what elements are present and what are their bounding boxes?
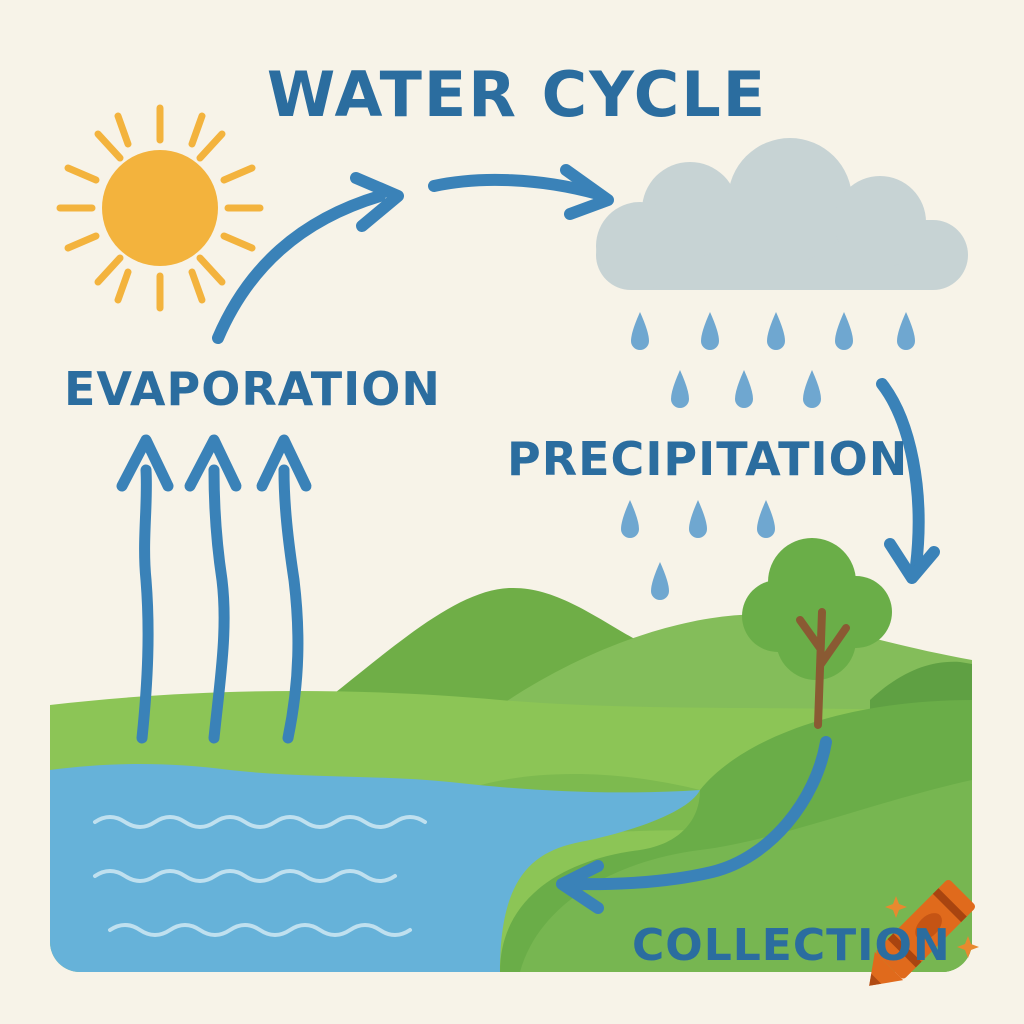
sparkle-icon (885, 896, 979, 958)
rising-arrow (212, 190, 386, 344)
raindrop-icon (621, 500, 639, 538)
precipitation-arrow (876, 378, 925, 572)
evaporation-label: EVAPORATION (64, 362, 441, 416)
raindrop-icon (803, 370, 821, 408)
arrowhead (884, 538, 940, 584)
raindrops (621, 312, 915, 600)
tree-icon (742, 538, 892, 729)
evaporation-arrows (116, 434, 312, 744)
arrowhead (350, 172, 404, 232)
raindrop-icon (757, 500, 775, 538)
arrowhead (556, 860, 604, 914)
diagram-title: WATER CYCLE (266, 58, 768, 131)
cloud-icon (596, 138, 968, 290)
sun-icon (56, 104, 264, 312)
arrowhead (256, 434, 312, 492)
water-waves (93, 815, 427, 937)
meadow-band (520, 780, 972, 972)
raindrop-icon (651, 562, 669, 600)
raindrop-icon (835, 312, 853, 350)
evaporation-arrow (278, 464, 304, 744)
arrowhead (184, 434, 242, 492)
landscape (50, 587, 972, 972)
arrowhead (116, 434, 174, 492)
raindrop-icon (631, 312, 649, 350)
raindrop-icon (701, 312, 719, 350)
collection-arrow (564, 736, 832, 891)
cycle-arrows (212, 164, 940, 914)
collection-label: COLLECTION (632, 920, 951, 971)
evaporation-arrow (208, 464, 230, 744)
condensation-arrow (428, 173, 604, 200)
evaporation-arrow (136, 464, 154, 744)
precipitation-label: PRECIPITATION (507, 432, 909, 486)
raindrop-icon (689, 500, 707, 538)
raindrop-icon (671, 370, 689, 408)
lake (50, 764, 700, 972)
raindrop-icon (897, 312, 915, 350)
crayon-icon (869, 879, 976, 986)
arrowhead (560, 164, 614, 220)
raindrop-icon (767, 312, 785, 350)
raindrop-icon (735, 370, 753, 408)
